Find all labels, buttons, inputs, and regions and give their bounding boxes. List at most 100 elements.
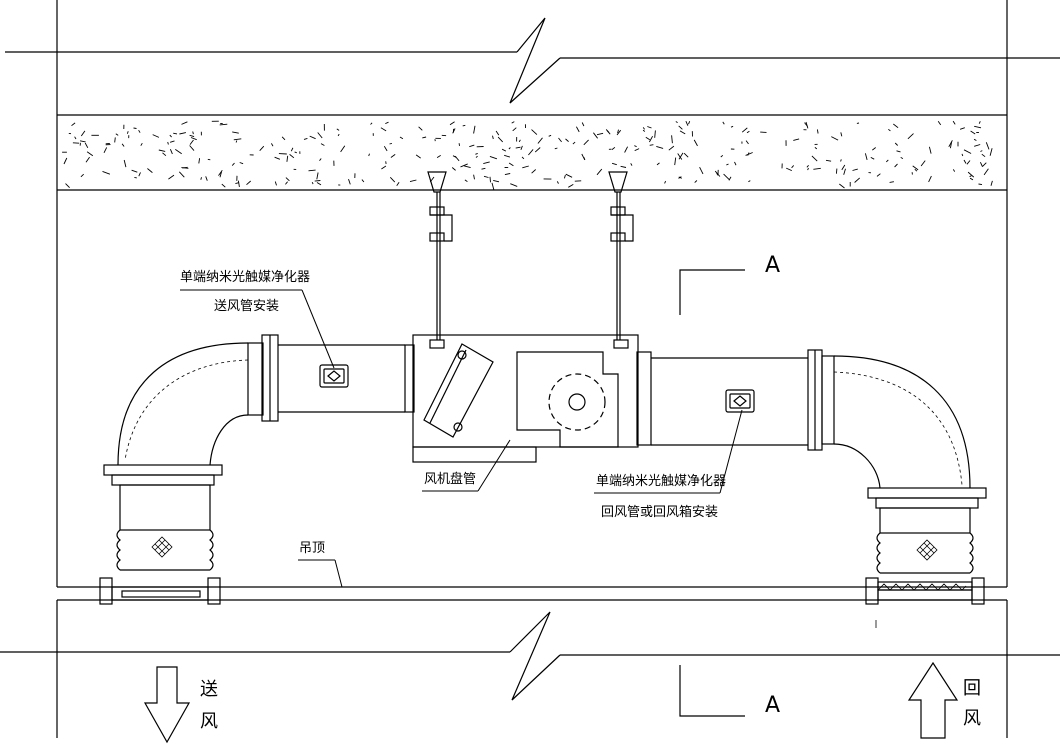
slab-speckle xyxy=(684,153,688,157)
slab-speckle xyxy=(318,133,323,139)
slab-speckle xyxy=(312,182,313,184)
slab-speckle xyxy=(182,122,188,125)
slab-speckle xyxy=(606,129,609,132)
slab-speckle xyxy=(397,182,399,185)
slab-speckle xyxy=(502,149,506,151)
filter-mesh-supply xyxy=(152,537,172,557)
slab-speckle xyxy=(513,128,517,131)
slab-speckle xyxy=(139,172,141,176)
slab-speckle xyxy=(115,137,116,142)
slab-speckle xyxy=(522,166,529,168)
slab-speckle xyxy=(437,155,441,157)
slab-speckle xyxy=(726,164,728,165)
slab-speckle xyxy=(463,125,466,126)
slab-speckle xyxy=(384,146,387,151)
slab-speckle xyxy=(808,168,809,170)
return-purifier-label-1: 单端纳米光触媒净化器 xyxy=(596,474,726,490)
slab-speckle xyxy=(493,136,494,139)
slab-speckle xyxy=(170,141,174,142)
slab-speckle xyxy=(538,138,543,144)
slab-speckle xyxy=(103,171,110,174)
slab-speckle xyxy=(521,146,523,150)
slab-speckle xyxy=(841,159,842,161)
slab-speckle xyxy=(597,133,603,134)
slab-speckle xyxy=(247,181,251,185)
slab-speckle xyxy=(66,184,70,188)
slab-speckle xyxy=(559,138,562,142)
slab-speckle xyxy=(337,129,339,131)
slab-speckle xyxy=(573,142,575,144)
coil-element xyxy=(424,344,493,437)
slab-speckle xyxy=(991,181,992,186)
return-purifier-label-2: 回风管或回风箱安装 xyxy=(601,505,718,521)
slab-speckle xyxy=(748,181,750,182)
slab-speckle xyxy=(844,169,846,175)
concrete-slab xyxy=(57,115,1007,190)
slab-speckle xyxy=(498,137,503,142)
slab-speckle xyxy=(715,171,720,176)
slab-speckle xyxy=(855,178,860,183)
slab-speckle xyxy=(64,158,67,164)
slab-speckle xyxy=(647,127,651,129)
slab-speckle xyxy=(980,162,982,166)
filter-mesh-return xyxy=(917,540,937,560)
slab-speckle xyxy=(232,132,239,133)
slab-speckle xyxy=(222,184,226,187)
slab-speckle xyxy=(286,178,290,181)
slab-speckle xyxy=(915,169,917,171)
slab-speckle xyxy=(474,175,475,180)
slab-speckle xyxy=(735,162,737,165)
hanger-right xyxy=(609,172,633,348)
slab-speckle xyxy=(568,184,573,187)
slab-speckle xyxy=(369,154,370,156)
slab-speckle xyxy=(170,135,172,137)
return-flexible-connector xyxy=(866,488,986,628)
slab-speckle xyxy=(127,131,128,134)
slab-speckle xyxy=(650,145,654,146)
slab-speckle xyxy=(746,141,748,144)
slab-speckle xyxy=(676,122,678,123)
slab-speckle xyxy=(464,166,470,168)
section-marker-top xyxy=(680,270,745,315)
slab-speckle xyxy=(474,126,475,134)
slab-speckle xyxy=(132,170,138,172)
slab-speckle xyxy=(201,177,202,180)
slab-speckle xyxy=(452,168,455,171)
slab-speckle xyxy=(170,149,172,154)
slab-speckle xyxy=(87,152,93,156)
slab-speckle xyxy=(512,122,515,124)
slab-speckle xyxy=(505,174,510,175)
slab-speckle xyxy=(679,126,683,129)
slab-speckle xyxy=(895,164,898,167)
slab-speckle xyxy=(953,121,955,124)
slab-speckle xyxy=(528,149,533,155)
slab-speckle xyxy=(104,147,107,152)
slab-speckle xyxy=(643,130,645,131)
slab-speckle xyxy=(122,144,124,147)
slab-speckle xyxy=(689,121,690,124)
slab-speckle xyxy=(482,168,486,169)
slab-speckle xyxy=(317,183,321,185)
slab-speckle xyxy=(475,153,477,154)
slab-speckle xyxy=(635,149,639,151)
slab-speckle xyxy=(700,167,703,174)
slab-speckle xyxy=(271,143,273,146)
slab-speckle xyxy=(982,163,986,167)
slab-speckle xyxy=(516,147,521,148)
return-purifier xyxy=(726,390,754,412)
slab-speckle xyxy=(695,181,697,183)
slab-speckle xyxy=(371,123,373,125)
slab-speckle xyxy=(390,177,395,182)
slab-speckle xyxy=(80,141,86,142)
upper-break-line xyxy=(5,18,1060,103)
slab-speckle xyxy=(469,145,474,147)
slab-speckle xyxy=(310,136,316,139)
slab-speckle xyxy=(400,137,403,139)
slab-speckle xyxy=(232,163,234,166)
slab-speckle xyxy=(888,129,890,131)
section-marker-bottom xyxy=(680,665,745,716)
slab-speckle xyxy=(124,160,126,167)
slab-speckle xyxy=(897,151,901,152)
return-air-label-1: 回 xyxy=(963,677,981,701)
